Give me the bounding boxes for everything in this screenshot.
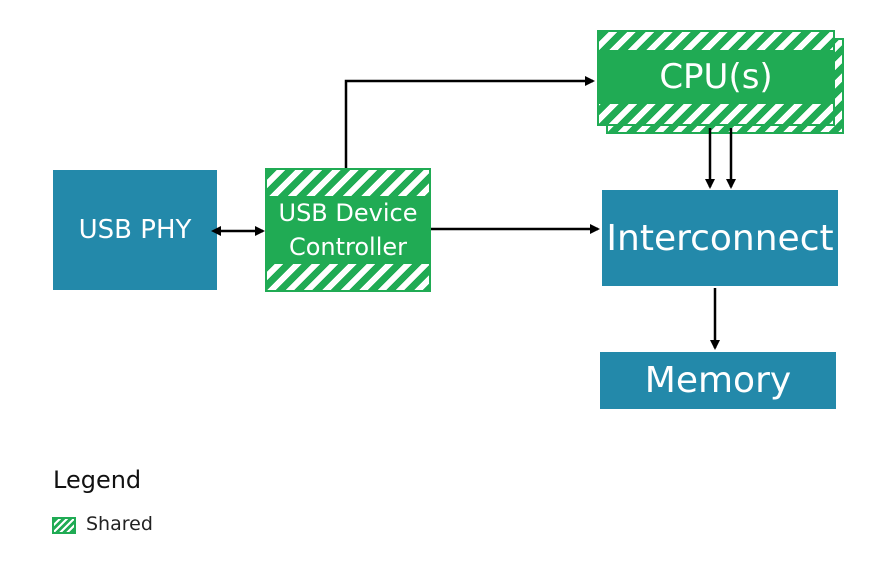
controller-cpu-arrow [344, 76, 595, 168]
usb-device-controller-label-line1: USB Device [278, 199, 418, 227]
interconnect-label: Interconnect [606, 217, 834, 259]
legend-title: Legend [53, 466, 142, 494]
memory-label: Memory [644, 360, 792, 401]
usb-device-controller-block: USB Device Controller [265, 168, 431, 292]
usb-device-controller-fill: USB Device Controller [267, 196, 429, 264]
legend-shared-label: Shared [86, 513, 153, 535]
memory-block: Memory [600, 352, 836, 409]
usb-phy-block: USB PHY [53, 170, 217, 290]
interconnect-block: Interconnect [602, 190, 838, 286]
legend-shared-swatch [52, 517, 76, 534]
cpu-label: CPU(s) [659, 57, 773, 97]
cpu-block: CPU(s) [597, 30, 835, 126]
cpu-fill: CPU(s) [599, 50, 833, 104]
usb-device-controller-label-line2: Controller [288, 233, 408, 261]
usb-phy-label: USB PHY [78, 215, 192, 245]
